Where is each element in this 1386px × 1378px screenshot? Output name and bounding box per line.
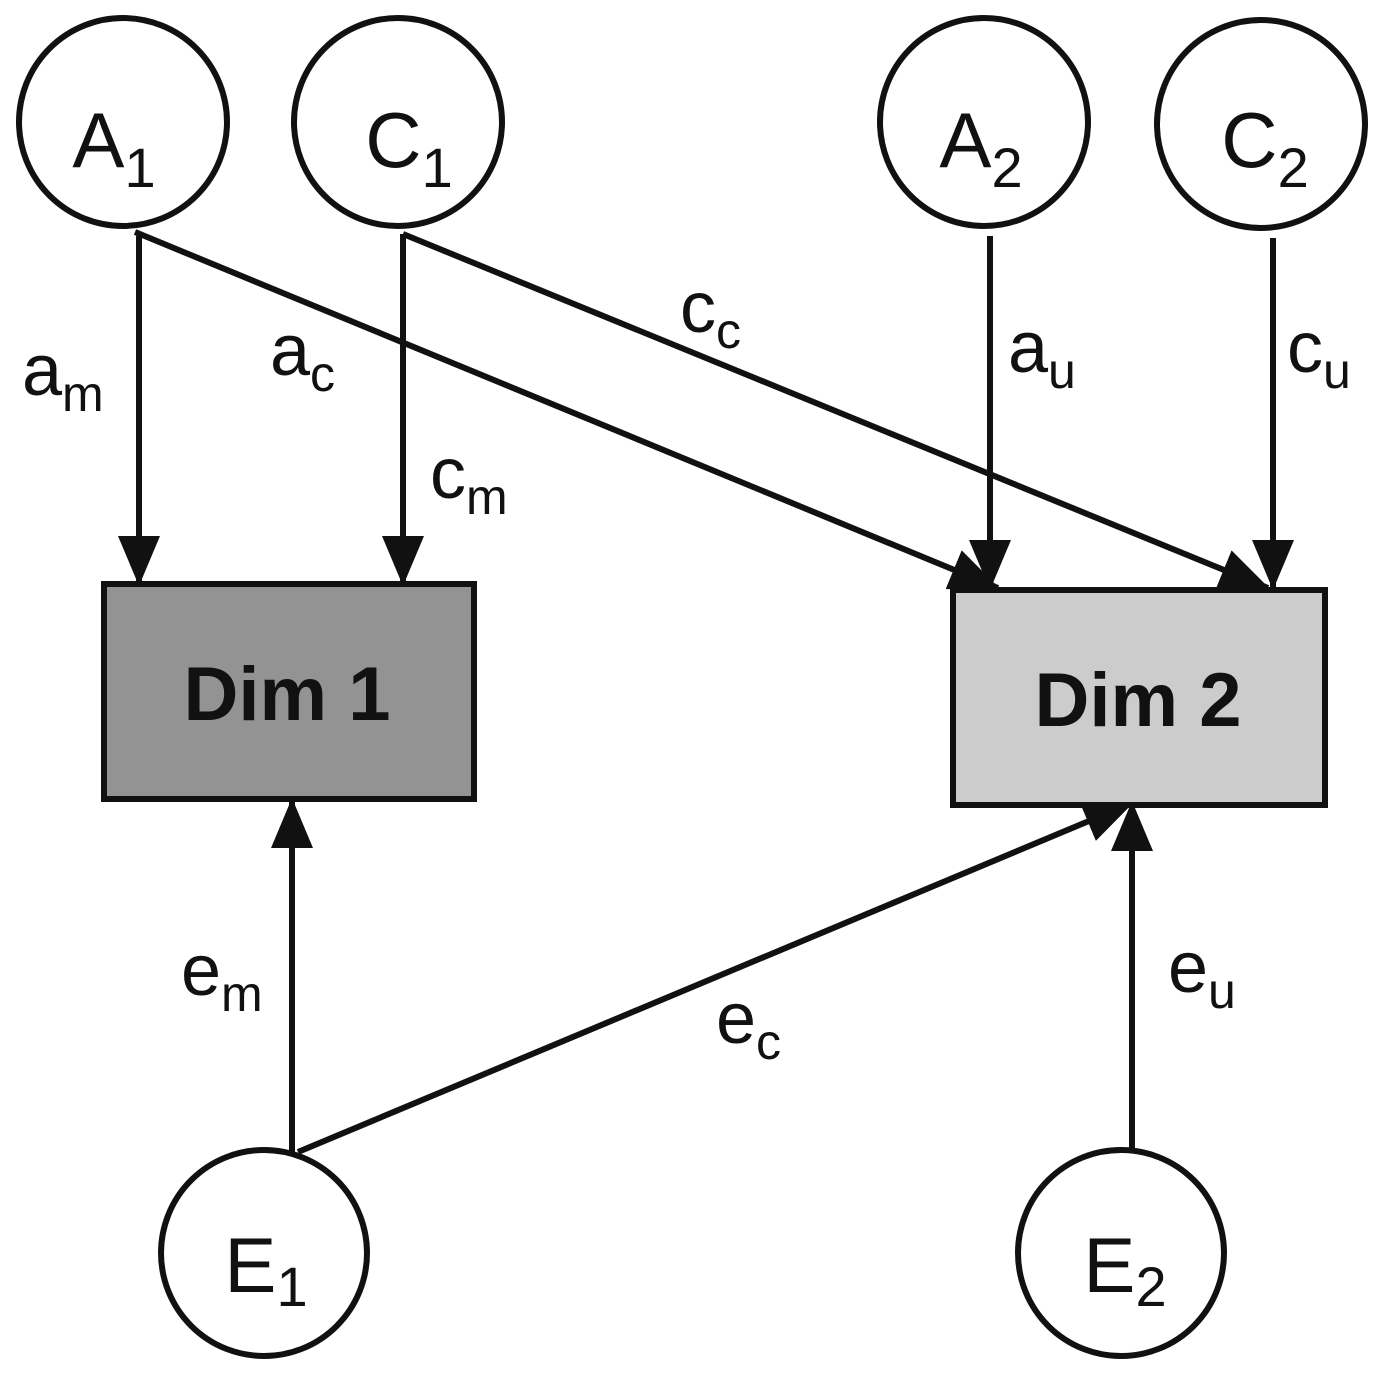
- arrow-c1-to-dim2: [401, 231, 1270, 591]
- path-label-cm: cm: [430, 434, 508, 525]
- node-c2-circle: [1154, 17, 1368, 231]
- path-eu-subscript: u: [1208, 963, 1236, 1019]
- path-cc-letter: c: [680, 268, 716, 348]
- node-c2-subscript: 2: [1278, 136, 1309, 199]
- dim2-label: Dim 2: [1035, 658, 1242, 743]
- path-cu-letter: c: [1287, 308, 1323, 388]
- dim1-box: Dim 1: [101, 581, 477, 802]
- node-e1-letter: E: [224, 1221, 276, 1309]
- node-a1-subscript: 1: [124, 136, 155, 199]
- path-cm-letter: c: [430, 434, 466, 514]
- node-a2-circle: [877, 15, 1091, 229]
- path-label-eu: eu: [1168, 928, 1236, 1019]
- dim2-rect: [950, 587, 1328, 808]
- node-e2-circle: [1015, 1147, 1227, 1359]
- arrow-e1-to-dim2: [296, 800, 1134, 1155]
- node-a1-letter: A: [72, 96, 124, 184]
- path-ac-subscript: c: [310, 346, 335, 402]
- node-a1-circle: [16, 15, 230, 229]
- path-label-am: am: [22, 331, 104, 422]
- node-e1-circle: [158, 1147, 370, 1359]
- path-label-cu: cu: [1287, 308, 1351, 399]
- path-ec-subscript: c: [756, 1014, 781, 1070]
- node-c1: C1: [291, 15, 505, 229]
- node-e2-subscript: 2: [1135, 1255, 1166, 1318]
- arrow-a1-to-dim2: [133, 229, 1000, 591]
- path-am-letter: a: [22, 331, 63, 411]
- path-au-subscript: u: [1048, 343, 1076, 399]
- path-labels: am ac cm cc au cu em ec eu: [22, 268, 1351, 1070]
- node-a2: A2: [877, 15, 1091, 229]
- path-em-subscript: m: [221, 966, 263, 1022]
- path-am-subscript: m: [62, 366, 104, 422]
- node-e2: E2: [1015, 1147, 1227, 1359]
- node-a2-subscript: 2: [991, 136, 1022, 199]
- dim1-rect: [101, 581, 477, 802]
- svg-text:A1: A1: [72, 96, 155, 199]
- node-c1-subscript: 1: [422, 136, 453, 199]
- node-a2-letter: A: [939, 96, 991, 184]
- dim1-label: Dim 1: [184, 652, 391, 737]
- path-label-au: au: [1008, 308, 1076, 399]
- path-em-letter: e: [181, 931, 221, 1011]
- path-label-em: em: [181, 931, 263, 1022]
- path-cm-subscript: m: [466, 469, 508, 525]
- node-c1-circle: [291, 15, 505, 229]
- path-au-letter: a: [1008, 308, 1049, 388]
- path-label-ac: ac: [270, 311, 335, 402]
- svg-text:C1: C1: [365, 96, 453, 199]
- path-arrows: [118, 229, 1294, 1155]
- svg-text:A2: A2: [939, 96, 1022, 199]
- path-label-ec: ec: [716, 979, 781, 1070]
- path-label-cc: cc: [680, 268, 741, 359]
- path-ac-letter: a: [270, 311, 311, 391]
- path-eu-letter: e: [1168, 928, 1208, 1008]
- path-cc-subscript: c: [716, 303, 741, 359]
- node-c2-letter: C: [1221, 96, 1277, 184]
- path-ec-letter: e: [716, 979, 756, 1059]
- node-e1: E1: [158, 1147, 370, 1359]
- path-cu-subscript: u: [1323, 343, 1351, 399]
- node-a1: A1: [16, 15, 230, 229]
- svg-text:C2: C2: [1221, 96, 1309, 199]
- node-c2: C2: [1154, 17, 1368, 231]
- svg-text:E2: E2: [1083, 1221, 1166, 1318]
- node-e1-subscript: 1: [276, 1255, 307, 1318]
- svg-text:E1: E1: [224, 1221, 307, 1318]
- node-c1-letter: C: [365, 96, 421, 184]
- node-e2-letter: E: [1083, 1221, 1135, 1309]
- dim2-box: Dim 2: [950, 587, 1328, 808]
